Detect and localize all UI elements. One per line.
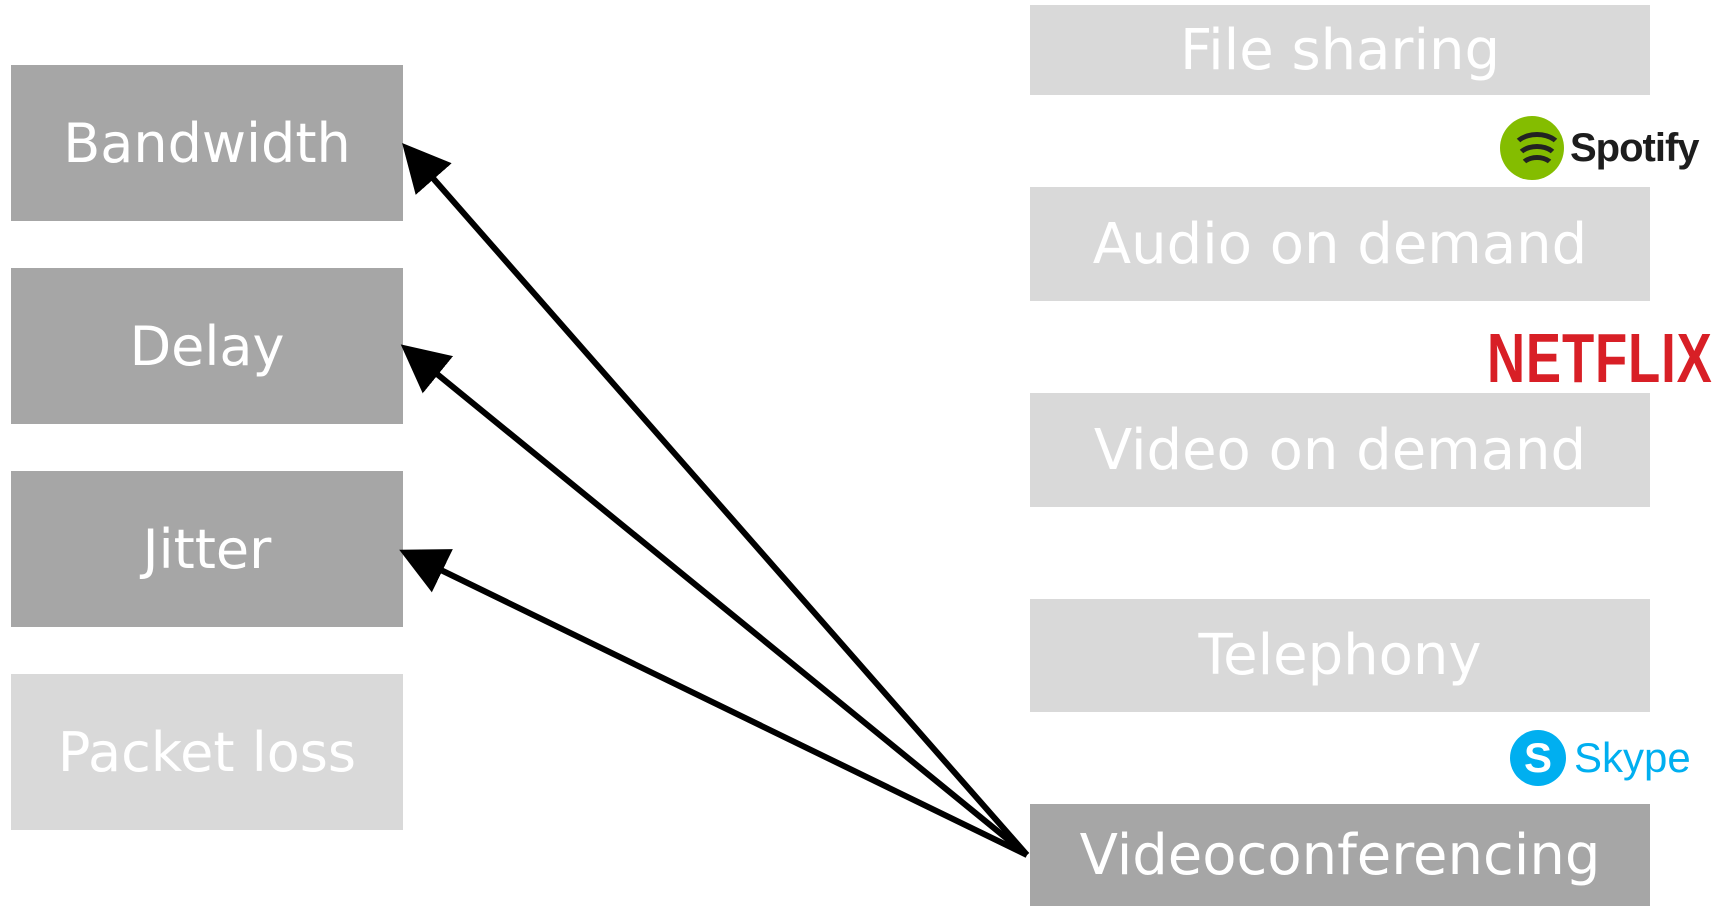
metric-label: Bandwidth (63, 111, 351, 175)
metric-box-packet-loss: Packet loss (11, 674, 403, 830)
app-label: Video on demand (1093, 417, 1587, 483)
skype-icon-letter: S (1523, 734, 1552, 781)
app-label: Videoconferencing (1079, 822, 1601, 888)
netflix-wordmark: NETFLIX (1487, 319, 1713, 397)
app-box-videoconferencing: Videoconferencing (1030, 804, 1650, 906)
arrow-videoconferencing-to-bandwidth (402, 142, 1030, 857)
app-label: File sharing (1179, 17, 1501, 83)
app-box-video-on-demand: Video on demand (1030, 393, 1650, 507)
arrow-videoconferencing-to-jitter (399, 549, 1029, 858)
skype-icon: S (1510, 730, 1566, 786)
arrow-videoconferencing-to-delay (400, 344, 1029, 858)
netflix-logo: NETFLIX (1487, 318, 1713, 398)
spotify-icon (1500, 116, 1564, 180)
app-box-audio-on-demand: Audio on demand (1030, 187, 1650, 301)
metric-box-delay: Delay (11, 268, 403, 424)
app-box-telephony: Telephony (1030, 599, 1650, 712)
app-box-file-sharing: File sharing (1030, 5, 1650, 95)
metric-box-jitter: Jitter (11, 471, 403, 627)
spotify-wordmark: Spotify (1570, 125, 1700, 170)
metric-label: Jitter (142, 517, 272, 581)
metric-label: Delay (129, 314, 285, 378)
app-label: Audio on demand (1092, 211, 1588, 277)
skype-logo: S Skype (1510, 730, 1691, 786)
skype-wordmark: Skype (1574, 734, 1691, 781)
app-label: Telephony (1198, 623, 1482, 688)
metric-box-bandwidth: Bandwidth (11, 65, 403, 221)
spotify-logo: Spotify (1500, 116, 1700, 180)
metric-label: Packet loss (57, 720, 357, 784)
